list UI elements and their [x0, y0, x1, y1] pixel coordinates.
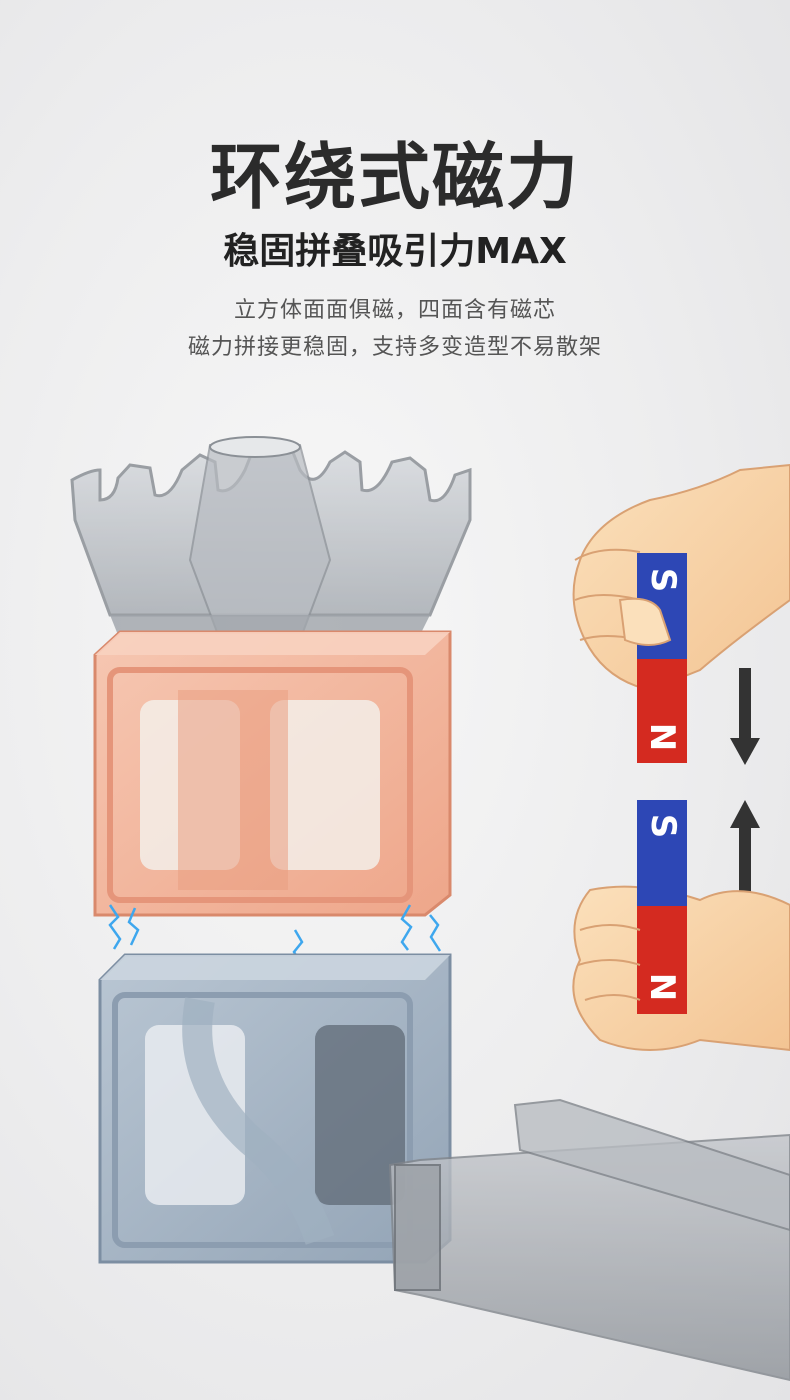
blue-magnetic-cube	[98, 953, 452, 1264]
page-subtitle: 稳固拼叠吸引力MAX	[223, 231, 567, 272]
description-line-1: 立方体面面俱磁，四面含有磁芯	[233, 298, 556, 323]
top-hand-with-magnet: S N	[572, 463, 790, 763]
funnel-piece	[70, 436, 472, 641]
bar-magnet-top: S N	[637, 553, 687, 763]
down-arrow-icon	[730, 668, 760, 765]
page-title: 环绕式磁力	[209, 135, 580, 219]
track-piece	[388, 1098, 790, 1382]
south-pole-label: S	[643, 814, 683, 839]
north-pole-label: N	[642, 723, 682, 751]
pink-magnetic-cube	[93, 630, 452, 917]
south-pole-label: S	[643, 568, 683, 593]
bottom-hand-with-magnet: S N	[572, 800, 790, 1052]
bar-magnet-bottom: S N	[637, 800, 687, 1014]
north-pole-label: N	[642, 973, 682, 1001]
description-line-2: 磁力拼接更稳固，支持多变造型不易散架	[187, 335, 602, 360]
up-arrow-icon	[730, 800, 760, 898]
